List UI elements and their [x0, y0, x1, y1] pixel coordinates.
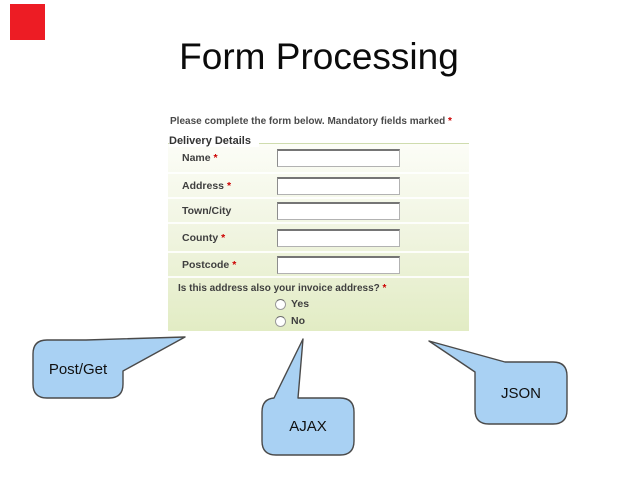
callout-bubble-json: [428, 340, 568, 425]
radio-yes-label: Yes: [291, 298, 310, 310]
required-asterisk: *: [226, 179, 232, 192]
intro-text: Please complete the form below. Mandator…: [170, 116, 446, 127]
form-intro-text: Please complete the form below. Mandator…: [170, 116, 452, 127]
slide-title: Form Processing: [179, 36, 459, 77]
radio-icon[interactable]: [275, 298, 286, 310]
form-row-county: County *: [168, 224, 469, 253]
red-accent-bar: [10, 4, 45, 40]
address-input[interactable]: [277, 176, 400, 195]
form-screenshot: Please complete the form below. Mandator…: [168, 112, 469, 335]
required-asterisk: *: [448, 116, 452, 127]
callout-label-json: JSON: [500, 384, 541, 402]
radio-option-yes[interactable]: Yes: [275, 297, 469, 311]
county-input[interactable]: [277, 228, 400, 247]
towncity-input[interactable]: [277, 201, 400, 220]
fieldset-legend: Delivery Details: [169, 135, 259, 147]
callout-bubble-ajax: [261, 338, 355, 456]
postcode-input[interactable]: [277, 255, 400, 274]
towncity-label: Town/City: [182, 204, 232, 217]
form-row-name: Name *: [168, 144, 469, 174]
callout-label-postget: Post/Get: [48, 360, 108, 378]
radio-no-label: No: [291, 315, 305, 327]
callout-label-ajax: AJAX: [289, 418, 327, 435]
required-asterisk: *: [382, 283, 387, 294]
required-asterisk: *: [232, 258, 237, 271]
form-row-postcode: Postcode *: [168, 253, 469, 278]
invoice-address-section: Is this address also your invoice addres…: [168, 278, 469, 332]
radio-icon[interactable]: [275, 315, 286, 327]
callout-bubble-postget: [32, 336, 186, 399]
invoice-question: Is this address also your invoice addres…: [178, 283, 387, 294]
county-label: County *: [182, 231, 226, 244]
name-input[interactable]: [277, 149, 400, 167]
required-asterisk: *: [221, 231, 226, 244]
name-label: Name *: [182, 152, 218, 164]
radio-option-no[interactable]: No: [275, 314, 469, 328]
required-asterisk: *: [213, 152, 218, 164]
form-row-towncity: Town/City: [168, 199, 469, 224]
delivery-details-fieldset: Name * Address * Town/City County * Post…: [168, 143, 469, 331]
postcode-label: Postcode *: [182, 258, 237, 271]
address-label: Address *: [182, 179, 232, 192]
form-row-address: Address *: [168, 174, 469, 199]
